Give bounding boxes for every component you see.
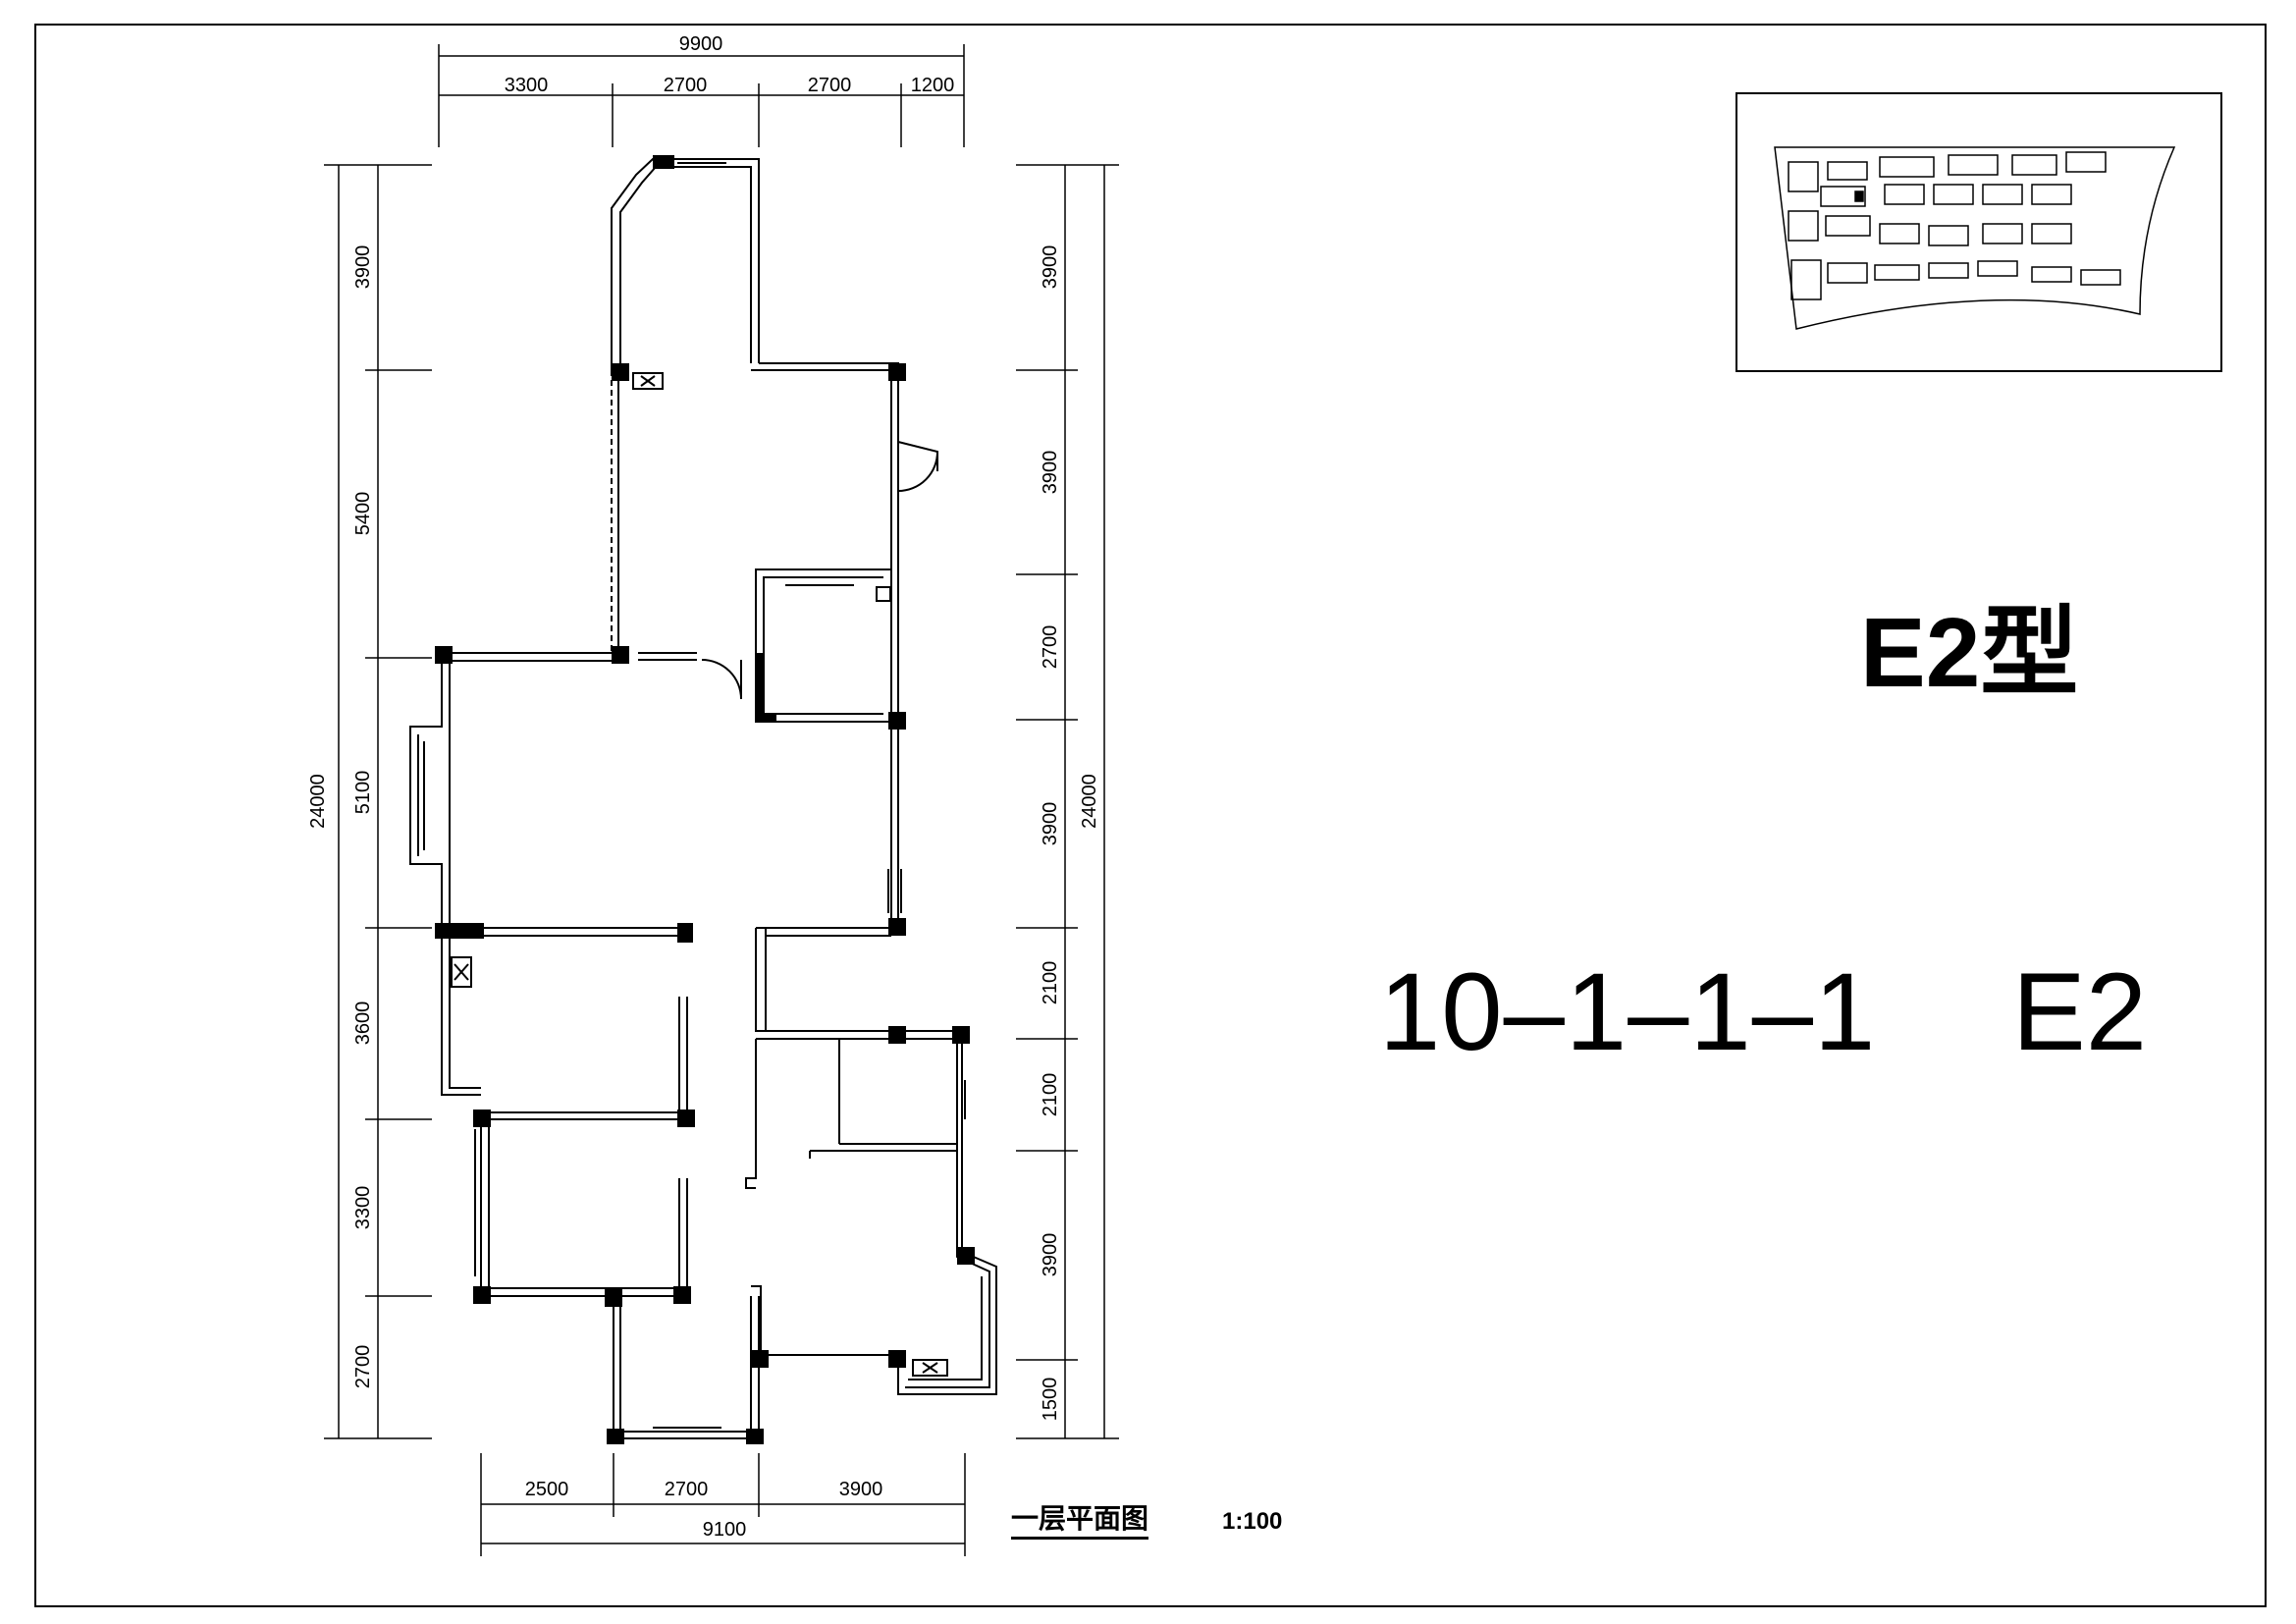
left-dim-4: 3600 bbox=[352, 1001, 374, 1046]
left-total-dim: 24000 bbox=[307, 774, 329, 829]
right-dim-8: 1500 bbox=[1040, 1378, 1061, 1422]
side-door bbox=[897, 441, 938, 471]
top-dim-1: 3300 bbox=[505, 75, 549, 96]
right-total-dim: 24000 bbox=[1079, 774, 1100, 829]
right-dimension-chain bbox=[1016, 164, 1119, 1439]
top-dim-4: 1200 bbox=[911, 75, 955, 96]
floor-plan bbox=[409, 158, 997, 1439]
left-dimension-chain bbox=[324, 164, 432, 1439]
left-dim-1: 3900 bbox=[352, 245, 374, 290]
type-title: E2型 bbox=[1860, 598, 2079, 708]
right-dim-2: 3900 bbox=[1040, 451, 1061, 495]
plan-scale: 1:100 bbox=[1222, 1508, 1283, 1535]
kitchen-wall bbox=[755, 568, 891, 653]
left-dim-6: 2700 bbox=[352, 1345, 374, 1389]
key-plan-site bbox=[1774, 146, 2176, 330]
left-dim-3: 5100 bbox=[352, 771, 374, 815]
bottom-dim-3: 3900 bbox=[839, 1479, 883, 1500]
bottom-dim-2: 2700 bbox=[665, 1479, 709, 1500]
top-dim-2: 2700 bbox=[664, 75, 708, 96]
top-dim-3: 2700 bbox=[808, 75, 852, 96]
living-upper-wall bbox=[759, 362, 899, 569]
right-dim-4: 3900 bbox=[1040, 802, 1061, 846]
top-dimension-chain bbox=[438, 44, 965, 147]
key-plan-frame bbox=[1735, 92, 2222, 372]
west-bay-window bbox=[409, 653, 443, 928]
unit-type: E2 bbox=[2012, 950, 2147, 1073]
right-dim-5: 2100 bbox=[1040, 961, 1061, 1005]
plan-caption: 一层平面图 bbox=[1011, 1505, 1149, 1540]
bottom-total-dim: 9100 bbox=[703, 1519, 747, 1541]
right-dim-1: 3900 bbox=[1040, 245, 1061, 290]
structural-columns bbox=[435, 155, 975, 1444]
unit-code: 10–1–1–1 bbox=[1379, 950, 1877, 1073]
bottom-dim-1: 2500 bbox=[525, 1479, 569, 1500]
right-dim-3: 2700 bbox=[1040, 625, 1061, 670]
north-bay-room-wall bbox=[611, 158, 760, 370]
right-dim-6: 2100 bbox=[1040, 1073, 1061, 1117]
top-total-dim: 9900 bbox=[679, 33, 723, 55]
sheet-border bbox=[34, 24, 2267, 1607]
bottom-dimension-chain bbox=[480, 1453, 966, 1556]
right-dim-7: 3900 bbox=[1040, 1233, 1061, 1277]
flue-symbols bbox=[451, 372, 948, 1377]
left-dim-2: 5400 bbox=[352, 492, 374, 536]
left-dim-5: 3300 bbox=[352, 1186, 374, 1230]
